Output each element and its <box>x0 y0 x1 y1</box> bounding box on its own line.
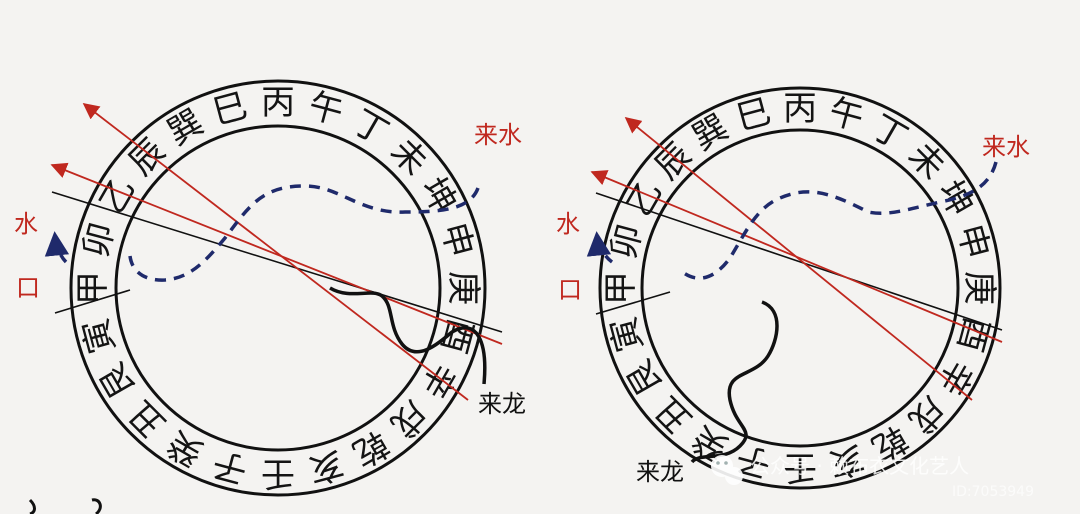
outer-ring <box>598 86 1002 490</box>
ring-character: 寅 <box>76 314 123 357</box>
inner-ring <box>640 128 960 448</box>
ring-character: 庚 <box>959 271 999 305</box>
ring-characters: 甲卯乙辰巽巳丙午丁未坤申庚酉辛戌乾亥壬子癸丑艮寅 <box>601 89 999 487</box>
ring-character: 卯 <box>76 219 123 262</box>
ring-character: 酉 <box>433 314 480 357</box>
guide-line <box>595 291 671 315</box>
left-compass-diagram: 甲卯乙辰巽巳丙午丁未坤申庚酉辛戌乾亥壬子癸丑艮寅 来水 水 口 来龙 <box>14 79 526 497</box>
ring-character: 子 <box>209 443 252 490</box>
guide-line <box>51 191 503 333</box>
ring-character: 丙 <box>783 89 817 129</box>
ring-character: 戌 <box>900 388 952 440</box>
label-dragon: 来龙 <box>478 390 526 418</box>
ring-character: 午 <box>304 86 347 133</box>
red-arrow-line <box>50 162 503 345</box>
red-arrow-line <box>82 103 469 401</box>
ring-character: 巳 <box>209 86 252 133</box>
ring-character: 酉 <box>949 313 996 356</box>
ring-character: 庚 <box>443 271 483 305</box>
ring-character: 壬 <box>783 447 817 487</box>
water-outlet-arrow <box>586 231 614 264</box>
guide-line <box>54 289 131 314</box>
ring-character: 寅 <box>603 313 650 356</box>
ring-character: 丙 <box>261 83 295 123</box>
ring-character: 辰 <box>647 135 699 187</box>
label-water: 水 <box>14 210 38 238</box>
outer-ring <box>69 79 487 497</box>
ring-character: 申 <box>949 220 996 263</box>
ring-character: 未 <box>383 131 435 183</box>
label-outlet: 口 <box>16 274 40 302</box>
label-dragon: 来龙 <box>636 458 684 486</box>
ring-character: 戌 <box>383 393 435 445</box>
dragon-path <box>690 300 779 464</box>
ring-character: 丑 <box>121 393 173 445</box>
ring-character: 巽 <box>686 107 735 159</box>
dragon-path <box>329 286 487 385</box>
ring-character: 巳 <box>732 91 775 138</box>
ring-character: 丑 <box>647 388 699 440</box>
wechat-logo-icon <box>711 455 743 485</box>
red-arrow-line <box>624 116 973 401</box>
ring-character: 申 <box>433 219 480 262</box>
red-arrow-line <box>590 170 1003 343</box>
watermark: 公众号 · 赖布衣文化艺人 ID:7053949 <box>711 454 1034 500</box>
edge-mark <box>91 498 102 514</box>
inner-ring <box>114 124 442 452</box>
ring-character: 未 <box>900 135 952 187</box>
right-compass-diagram: 甲卯乙辰巽巳丙午丁未坤申庚酉辛戌乾亥壬子癸丑艮寅 来水 水 口 来龙 <box>556 86 1030 490</box>
label-outlet: 口 <box>558 276 582 304</box>
ring-character: 卯 <box>603 220 650 263</box>
ring-character: 艮 <box>619 353 671 402</box>
edge-mark <box>28 498 36 514</box>
label-water-in: 来水 <box>982 133 1030 161</box>
ring-character: 丁 <box>865 107 914 159</box>
water-path <box>128 184 480 282</box>
label-water-in: 来水 <box>474 121 522 149</box>
ring-character: 午 <box>825 91 868 138</box>
ring-character: 甲 <box>73 271 113 305</box>
watermark-id: ID:7053949 <box>952 484 1034 500</box>
guide-line <box>595 192 1003 331</box>
ring-character: 辛 <box>929 353 981 402</box>
ring-characters: 甲卯乙辰巽巳丙午丁未坤申庚酉辛戌乾亥壬子癸丑艮寅 <box>73 83 483 493</box>
ring-character: 亥 <box>304 443 347 490</box>
water-outlet-arrow <box>44 231 70 264</box>
ring-character: 甲 <box>601 271 641 305</box>
watermark-text: 公众号 · 赖布衣文化艺人 <box>750 454 969 478</box>
label-water: 水 <box>556 210 580 238</box>
ring-character: 壬 <box>261 453 295 493</box>
